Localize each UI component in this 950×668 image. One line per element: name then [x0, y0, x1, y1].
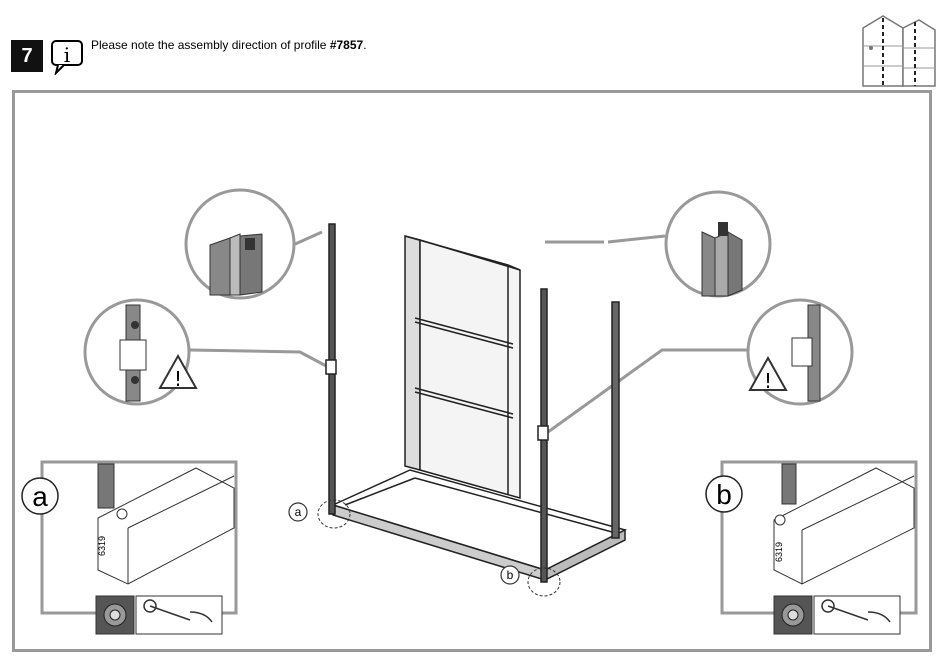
- svg-text:a: a: [295, 505, 302, 519]
- detail-profile-top-right: [666, 192, 770, 296]
- svg-text:b: b: [716, 479, 732, 510]
- svg-text:6319: 6319: [774, 542, 784, 562]
- detail-box-b: b 6319: [706, 462, 916, 634]
- detail-box-a: a 6319: [22, 462, 236, 634]
- detail-profile-top-left: [186, 190, 294, 298]
- frame-assembly: [326, 224, 625, 582]
- svg-text:!: !: [174, 367, 182, 391]
- svg-text:!: !: [764, 369, 772, 393]
- svg-text:b: b: [507, 568, 514, 582]
- svg-text:a: a: [32, 481, 48, 512]
- svg-text:6319: 6319: [97, 536, 107, 556]
